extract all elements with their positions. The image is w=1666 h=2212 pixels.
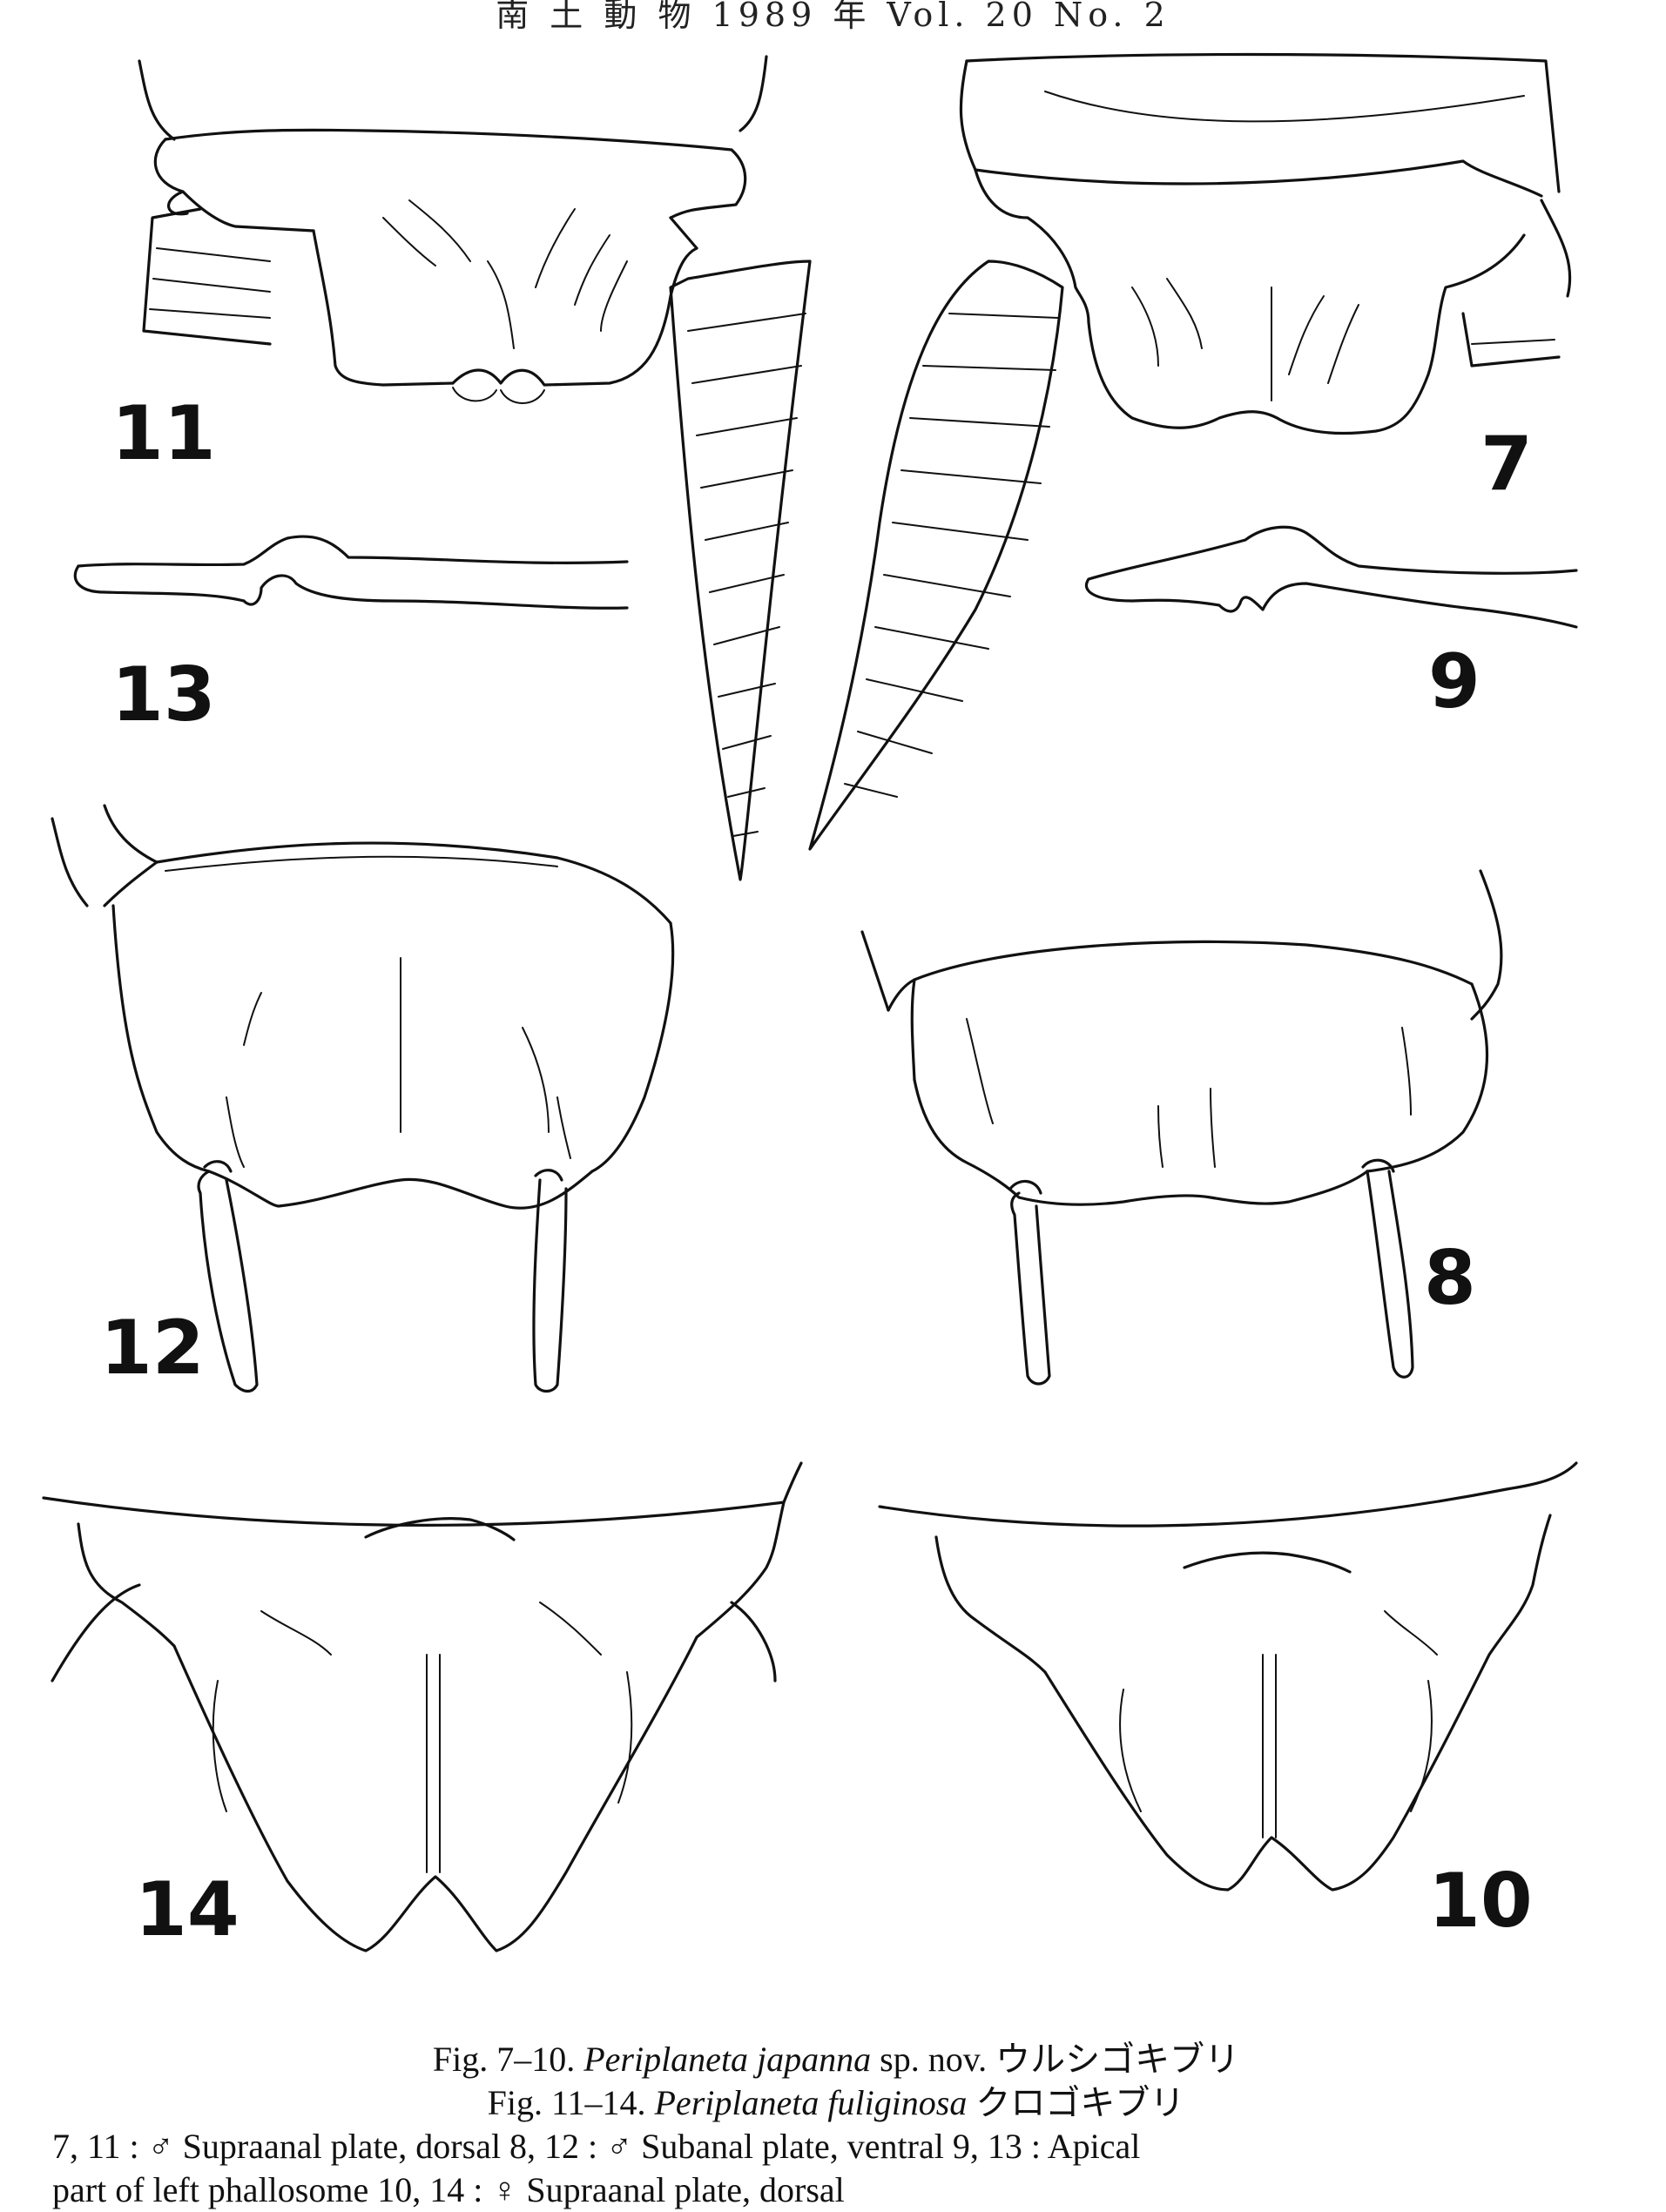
drawing-fig14 [42,1461,803,1952]
caption-1-species: Periplaneta japanna [583,2040,872,2079]
caption-1-suffix: sp. nov. ウルシゴキブリ [880,2040,1240,2079]
fig-label-11: 11 [111,390,216,477]
drawing-cercus-right [808,260,1064,851]
fig-label-7: 7 [1481,421,1533,508]
caption-line-4: part of left phallosome 10, 14 : ♀ Supra… [52,2170,845,2209]
fig-label-10: 10 [1428,1858,1533,1945]
drawing-fig10 [878,1461,1578,1892]
drawing-fig8 [860,869,1503,1386]
caption-line-1: Fig. 7–10. Periplaneta japanna sp. nov. … [52,2038,1620,2081]
drawing-fig12 [51,804,675,1393]
drawing-fig13 [73,535,629,610]
drawing-fig7 [959,52,1572,435]
fig-label-13: 13 [111,651,216,738]
fig-label-8: 8 [1424,1235,1476,1322]
fig-label-12: 12 [100,1305,205,1392]
caption-line-3: 7, 11 : ♂ Supraanal plate, dorsal 8, 12 … [52,2127,1141,2166]
drawing-cercus-left [669,260,812,881]
caption-line-2: Fig. 11–14. Periplaneta fuliginosa クロゴキブ… [52,2081,1620,2125]
running-head: 南 土 動 物 1989 年 Vol. 20 No. 2 [496,0,1170,34]
drawing-fig9 [1085,525,1578,629]
fig-label-14: 14 [135,1866,239,1953]
caption-2-species: Periplaneta fuliginosa [654,2083,968,2122]
figure-plate [42,52,1578,1952]
caption-2-suffix: クロゴキブリ [975,2083,1185,2122]
drawing-fig11 [138,55,768,404]
caption-2-prefix: Fig. 11–14. [487,2083,646,2122]
caption-1-prefix: Fig. 7–10. [432,2040,576,2079]
figure-caption: Fig. 7–10. Periplaneta japanna sp. nov. … [52,2038,1620,2212]
fig-label-9: 9 [1428,638,1481,725]
